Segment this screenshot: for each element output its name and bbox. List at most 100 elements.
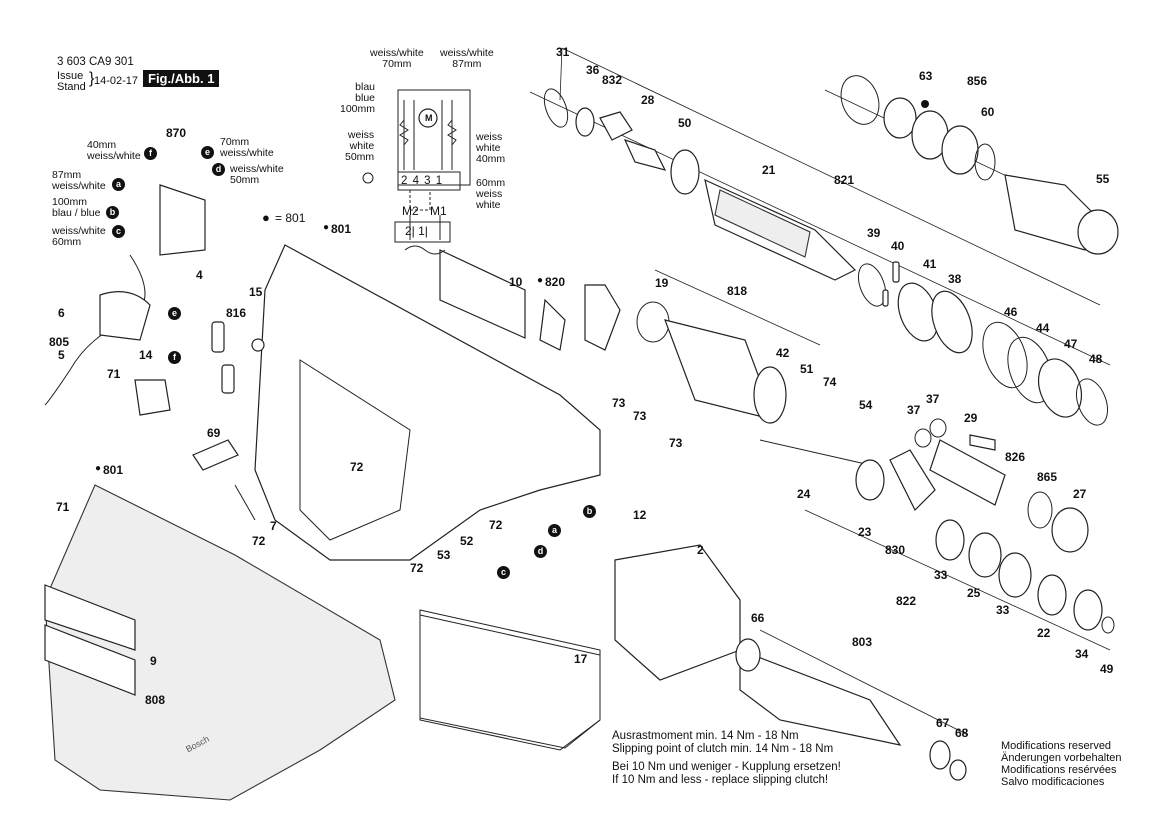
wire-right-bottom: 60mm weiss white <box>476 177 506 211</box>
part-label: 801 <box>331 222 352 236</box>
modifications-de: Änderungen vorbehalten <box>1001 752 1122 764</box>
part-number: 3 603 CA9 301 <box>57 56 134 68</box>
part-label: 23 <box>858 525 872 539</box>
part-label: 46 <box>1004 305 1018 319</box>
part-label: 39 <box>867 226 881 240</box>
wire-left-mid: weiss white 50mm <box>345 129 375 163</box>
part-label: 27 <box>1073 487 1087 501</box>
part-label: 803 <box>852 635 873 649</box>
clutch-note-en: Slipping point of clutch min. 14 Nm - 18… <box>612 743 834 755</box>
supply-labels: 2| 1| <box>405 224 428 238</box>
part-label: 68 <box>955 726 969 740</box>
part-label: 801 <box>103 463 124 477</box>
part-label: 17 <box>574 652 588 666</box>
bullet-dot: ● <box>95 463 102 474</box>
part-label: 6 <box>58 306 65 320</box>
bullet-dot: ● <box>323 222 330 233</box>
part-label: 4 <box>196 268 203 282</box>
badge-c-2: c <box>497 566 510 579</box>
part-label: 37 <box>907 403 921 417</box>
part-label: 54 <box>859 398 873 412</box>
gasket-drawing <box>419 614 601 749</box>
wire-right-mid: weiss white 40mm <box>476 131 506 165</box>
motor-drawing <box>419 544 969 781</box>
badge-a: a <box>112 178 125 191</box>
part-label: 816 <box>226 306 247 320</box>
part-label: 71 <box>107 367 121 381</box>
m1-label: M1 <box>430 204 447 218</box>
part-label: 51 <box>800 362 814 376</box>
part-label: 74 <box>823 375 837 389</box>
part-label: 24 <box>797 487 811 501</box>
part-label: 33 <box>934 568 948 582</box>
part-label: 67 <box>936 716 950 730</box>
part-label: 21 <box>762 163 776 177</box>
issue-date: 14-02-17 <box>94 75 139 87</box>
part-label: 9 <box>150 654 157 668</box>
legend-dot: ● <box>262 210 270 225</box>
part-label: 44 <box>1036 321 1050 335</box>
issue-label: Issue <box>57 70 84 82</box>
part-label: 865 <box>1037 470 1058 484</box>
part-label: 72 <box>489 518 503 532</box>
part-label: 60 <box>981 105 995 119</box>
part-label: 22 <box>1037 626 1051 640</box>
part-label: 14 <box>139 348 153 362</box>
part-label: 826 <box>1005 450 1026 464</box>
clutch-note-de: Ausrastmoment min. 14 Nm - 18 Nm <box>612 730 799 742</box>
part-label: 2 <box>697 543 704 557</box>
part-label: 36 <box>586 63 600 77</box>
part-label: 73 <box>612 396 626 410</box>
badge-a-2: a <box>548 524 561 537</box>
switch-wire-87: 87mm weiss/white <box>52 169 106 192</box>
lower-housing-drawing <box>44 484 396 801</box>
part-label: 33 <box>996 603 1010 617</box>
switch-cable-drawing <box>44 184 265 521</box>
part-label: 870 <box>166 126 187 140</box>
badge-f: f <box>144 147 157 160</box>
part-label: 5 <box>58 348 65 362</box>
wire-top-left: weiss/white 70mm <box>370 47 424 70</box>
modifications-en: Modifications reserved <box>1001 740 1112 752</box>
part-label: 49 <box>1100 662 1114 676</box>
figure-label: Fig./Abb. 1 <box>143 70 220 87</box>
part-label: 818 <box>727 284 748 298</box>
part-label: 28 <box>641 93 655 107</box>
part-label: 50 <box>678 116 692 130</box>
part-label: 73 <box>633 409 647 423</box>
part-label: 822 <box>896 594 917 608</box>
switch-wire-100: 100mm blau / blue <box>52 196 101 219</box>
switch-wire-70: 70mm weiss/white <box>220 136 274 159</box>
part-label: 12 <box>633 508 647 522</box>
badge-d: d <box>212 163 225 176</box>
badge-d-2: d <box>534 545 547 558</box>
badge-c: c <box>112 225 125 238</box>
switch-wire-60: weiss/white 60mm <box>52 225 106 248</box>
housing-drawing <box>254 244 621 561</box>
badge-f-2: f <box>168 351 181 364</box>
switch-wire-40: 40mm weiss/white <box>87 139 141 162</box>
part-label: 830 <box>885 543 906 557</box>
part-label: 71 <box>56 500 70 514</box>
gear-assembly <box>636 269 1115 651</box>
top-shaft-assembly <box>529 47 1119 426</box>
part-label: 48 <box>1089 352 1103 366</box>
part-label: 72 <box>252 534 266 548</box>
part-label: 37 <box>926 392 940 406</box>
wire-left-top: blau blue 100mm <box>340 81 376 115</box>
motor-symbol: M <box>425 113 433 123</box>
part-label: 41 <box>923 257 937 271</box>
part-label: 55 <box>1096 172 1110 186</box>
part-label: 66 <box>751 611 765 625</box>
part-label: 42 <box>776 346 790 360</box>
part-label: 25 <box>967 586 981 600</box>
part-label: 47 <box>1064 337 1078 351</box>
wire-top-right: weiss/white 87mm <box>440 47 494 70</box>
wiring-schematic <box>362 89 471 255</box>
part-label: 72 <box>350 460 364 474</box>
modifications-fr: Modifications resérvées <box>1001 764 1117 776</box>
clutch-warning-en: If 10 Nm and less - replace slipping clu… <box>612 774 829 786</box>
switch-wire-50: weiss/white 50mm <box>230 163 284 186</box>
